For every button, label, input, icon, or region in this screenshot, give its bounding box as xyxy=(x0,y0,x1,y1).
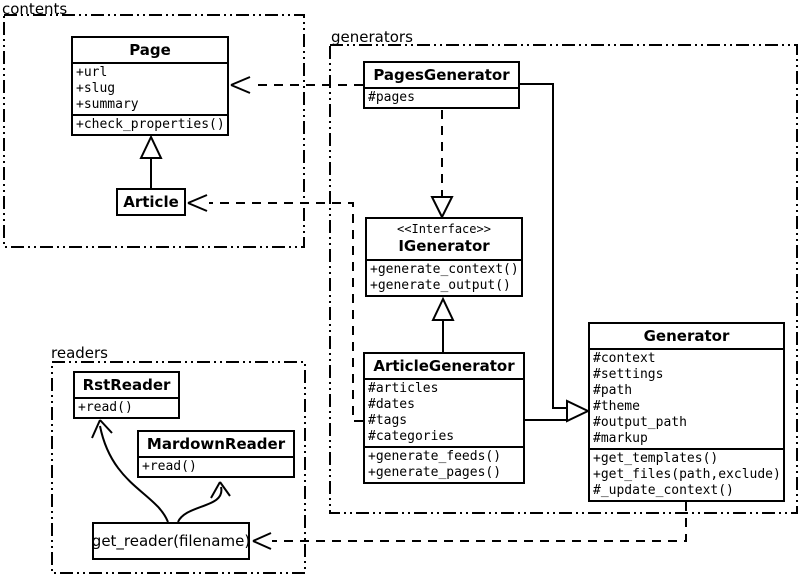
member: #_update_context() xyxy=(593,483,734,498)
edge-articlegenerator-to-article xyxy=(209,202,363,422)
function-box-get-reader: get_reader(filename) xyxy=(92,522,250,560)
class-rstreader: RstReader +read() xyxy=(73,371,180,419)
package-border-readers xyxy=(51,361,306,574)
class-title-block-igenerator: <<Interface>> IGenerator xyxy=(367,219,521,259)
member: +read() xyxy=(78,400,133,415)
member: #markup xyxy=(593,431,648,446)
edge-generator-to-getreader xyxy=(272,502,687,542)
member: +generate_output() xyxy=(370,278,511,293)
class-article: Article xyxy=(116,188,186,216)
class-title-mardownreader: MardownReader xyxy=(146,435,286,453)
member: +summary xyxy=(76,97,139,112)
class-title-articlegenerator: ArticleGenerator xyxy=(373,357,515,375)
package-label-readers: readers xyxy=(51,344,108,362)
class-methods-rstreader: +read() xyxy=(75,397,178,417)
realization-triangle-igenerator xyxy=(430,196,454,220)
member: #context xyxy=(593,351,656,366)
class-attributes-pagesgenerator: #pages xyxy=(365,87,518,107)
class-title-pagesgenerator: PagesGenerator xyxy=(373,66,510,84)
open-arrowhead-rstreader xyxy=(91,419,113,439)
function-label-get-reader: get_reader(filename) xyxy=(91,532,251,550)
member: #path xyxy=(593,383,633,398)
inheritance-triangle-igenerator xyxy=(431,296,455,321)
class-title-igenerator: IGenerator xyxy=(398,237,490,255)
member: +get_templates() xyxy=(593,451,719,466)
class-methods-articlegenerator: +generate_feeds()+generate_pages() xyxy=(365,446,523,482)
member: #settings xyxy=(593,367,664,382)
member: +url xyxy=(76,65,108,80)
edge-pagesgenerator-to-generator xyxy=(520,83,566,409)
package-label-generators: generators xyxy=(331,28,413,46)
package-border-contents xyxy=(3,14,305,248)
member: +generate_feeds() xyxy=(368,449,502,464)
class-pagesgenerator: PagesGenerator #pages xyxy=(363,61,520,109)
class-attributes-page: +url+slug+summary xyxy=(73,62,227,114)
member: #articles xyxy=(368,381,439,396)
member: +generate_pages() xyxy=(368,465,502,480)
class-mardownreader: MardownReader +read() xyxy=(137,430,295,478)
member: +read() xyxy=(142,459,197,474)
class-title-article: Article xyxy=(123,193,179,211)
edge-getreader-to-rstreader xyxy=(99,425,169,523)
open-arrowhead-page xyxy=(230,76,251,94)
open-arrowhead-article xyxy=(187,194,208,212)
member: +slug xyxy=(76,81,116,96)
edge-getreader-to-mardownreader xyxy=(177,486,223,523)
class-methods-mardownreader: +read() xyxy=(139,456,293,476)
package-border-generators xyxy=(329,44,798,514)
member: #dates xyxy=(368,397,415,412)
class-title-page: Page xyxy=(129,41,171,59)
class-generator: Generator #context#settings#path#theme#o… xyxy=(588,322,785,502)
class-methods-page: +check_properties() xyxy=(73,114,227,134)
inheritance-triangle-generator xyxy=(566,399,591,423)
member: #tags xyxy=(368,413,408,428)
class-methods-igenerator: +generate_context()+generate_output() xyxy=(367,259,521,295)
open-arrowhead-getreader xyxy=(252,532,272,550)
class-title-generator: Generator xyxy=(643,327,730,345)
member: #pages xyxy=(368,90,415,105)
class-page: Page +url+slug+summary +check_properties… xyxy=(71,36,229,136)
class-methods-generator: +get_templates()+get_files(path,exclude)… xyxy=(590,448,783,500)
member: #theme xyxy=(593,399,640,414)
open-arrowhead-mardownreader xyxy=(210,481,231,499)
class-title-rstreader: RstReader xyxy=(82,376,171,394)
class-articlegenerator: ArticleGenerator #articles#dates#tags#ca… xyxy=(363,352,525,484)
class-stereotype-igenerator: <<Interface>> xyxy=(397,222,491,236)
inheritance-triangle-page xyxy=(139,134,163,159)
member: +check_properties() xyxy=(76,117,225,132)
class-igenerator: <<Interface>> IGenerator +generate_conte… xyxy=(365,217,523,297)
member: #categories xyxy=(368,429,455,444)
class-attributes-articlegenerator: #articles#dates#tags#categories xyxy=(365,378,523,446)
class-attributes-generator: #context#settings#path#theme#output_path… xyxy=(590,348,783,448)
member: #output_path xyxy=(593,415,687,430)
package-label-contents: contents xyxy=(2,0,68,18)
member: +get_files(path,exclude) xyxy=(593,467,781,482)
member: +generate_context() xyxy=(370,262,519,277)
